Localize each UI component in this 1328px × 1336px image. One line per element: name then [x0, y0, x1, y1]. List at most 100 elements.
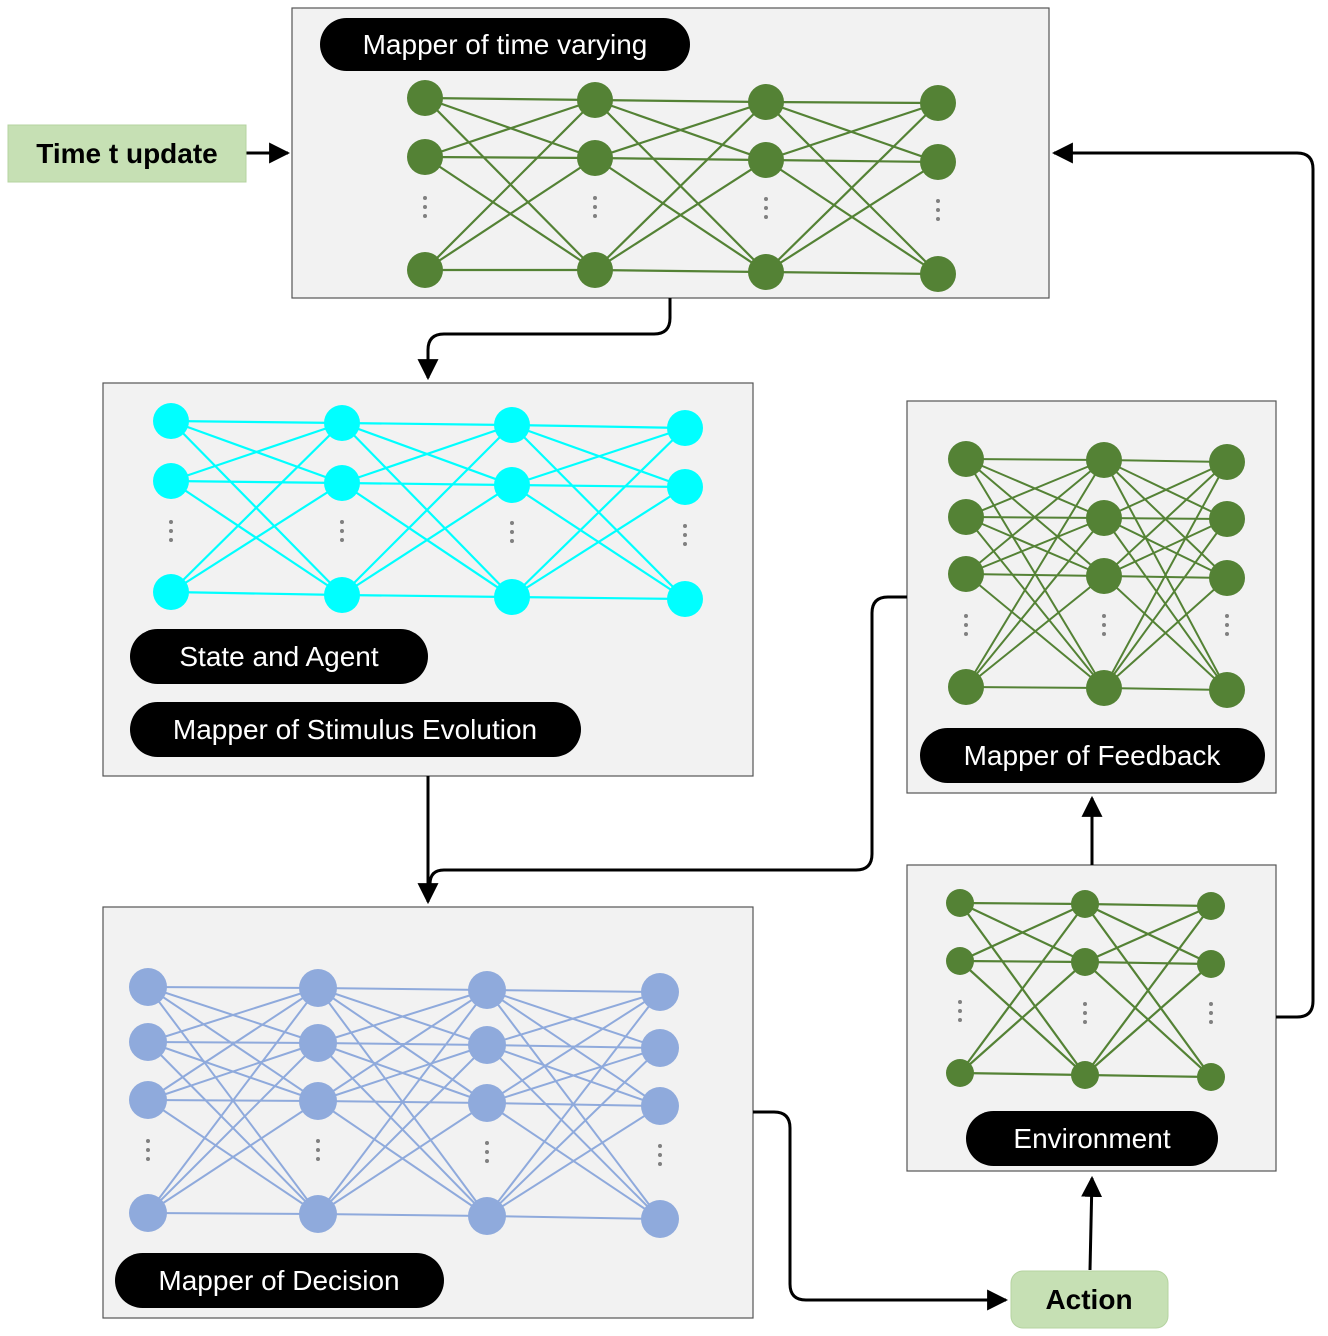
- time-varying-network: [407, 80, 956, 292]
- network-edge: [765, 158, 939, 164]
- svg-text:Mapper of time varying: Mapper of time varying: [363, 29, 648, 60]
- ellipsis-dot: [340, 538, 344, 542]
- network-edge: [486, 1047, 661, 1217]
- network-node: [920, 85, 956, 121]
- ellipsis-dot: [1102, 632, 1106, 636]
- network-edge: [965, 517, 1105, 575]
- time-to-stimulus-arrow: [417, 298, 672, 381]
- network-node: [1197, 950, 1225, 978]
- network-node: [577, 252, 613, 288]
- network-edge: [486, 991, 661, 1046]
- network-node: [407, 252, 443, 288]
- network-edge: [147, 987, 319, 1043]
- network-node: [948, 556, 984, 592]
- network-edge: [170, 421, 343, 483]
- ellipsis-dot: [936, 199, 940, 203]
- ellipsis-dot: [340, 520, 344, 524]
- ellipsis-dot: [958, 1009, 962, 1013]
- ellipsis-dot: [485, 1141, 489, 1145]
- ellipsis-dot: [510, 539, 514, 543]
- network-edge: [317, 1102, 488, 1215]
- network-node: [468, 971, 506, 1009]
- network-node: [641, 1087, 679, 1125]
- network-node: [1209, 444, 1245, 480]
- network-node: [324, 577, 360, 613]
- ellipsis-dot: [1083, 1002, 1087, 1006]
- ellipsis-dot: [1083, 1011, 1087, 1015]
- network-edge: [594, 101, 767, 271]
- network-edge: [317, 1042, 488, 1046]
- network-node: [920, 256, 956, 292]
- network-edge: [317, 1213, 488, 1217]
- network-edge: [147, 1100, 319, 1214]
- network-edge: [341, 481, 513, 487]
- network-edge: [486, 1215, 661, 1220]
- network-node: [129, 1194, 167, 1232]
- network-edge: [1084, 904, 1212, 964]
- network-edge: [959, 901, 1086, 906]
- network-edge: [317, 987, 488, 991]
- network-edge: [317, 989, 488, 1102]
- ellipsis-dot: [169, 538, 173, 542]
- network-node: [577, 140, 613, 176]
- network-edge: [424, 155, 596, 160]
- feedback-network: [948, 441, 1245, 708]
- ellipsis-dot: [423, 196, 427, 200]
- network-edge: [511, 426, 686, 487]
- network-edge: [147, 1042, 319, 1214]
- network-node: [641, 1200, 679, 1238]
- network-node: [1086, 558, 1122, 594]
- network-edge: [594, 268, 767, 274]
- ellipsis-dot: [1083, 1020, 1087, 1024]
- ellipsis-dot: [683, 542, 687, 546]
- network-edge: [341, 593, 513, 599]
- svg-text:Environment: Environment: [1013, 1123, 1170, 1154]
- network-node: [494, 407, 530, 443]
- network-node: [1086, 500, 1122, 536]
- ellipsis-dot: [964, 632, 968, 636]
- ellipsis-dot: [340, 529, 344, 533]
- network-edge: [341, 421, 513, 427]
- network-edge: [147, 986, 319, 989]
- network-edge: [424, 99, 596, 271]
- svg-text:Mapper of Decision: Mapper of Decision: [158, 1265, 399, 1296]
- network-edge: [511, 423, 686, 430]
- network-edge: [511, 595, 686, 601]
- svg-text:Time t update: Time t update: [36, 138, 218, 169]
- network-edge: [594, 159, 767, 271]
- network-node: [468, 1197, 506, 1235]
- network-node: [641, 1029, 679, 1067]
- network-node: [948, 669, 984, 705]
- environment-label: Environment: [966, 1111, 1218, 1166]
- network-edge: [511, 483, 686, 489]
- ellipsis-dot: [593, 196, 597, 200]
- ellipsis-dot: [1209, 1002, 1213, 1006]
- network-node: [577, 82, 613, 118]
- ellipsis-dot: [964, 614, 968, 618]
- svg-text:Action: Action: [1045, 1284, 1132, 1315]
- network-edge: [1103, 461, 1228, 519]
- network-edge: [170, 422, 343, 593]
- network-node: [407, 139, 443, 175]
- network-edge: [147, 1212, 319, 1215]
- ellipsis-dot: [146, 1139, 150, 1143]
- ellipsis-dot: [316, 1157, 320, 1161]
- network-node: [1197, 1063, 1225, 1091]
- network-edge: [765, 270, 939, 276]
- network-edge: [341, 423, 513, 485]
- ellipsis-dot: [169, 529, 173, 533]
- network-edge: [341, 484, 513, 596]
- network-edge: [1084, 1073, 1212, 1079]
- network-edge: [486, 1105, 661, 1217]
- network-edge: [147, 1041, 319, 1044]
- network-edge: [424, 98, 596, 159]
- network-edge: [317, 989, 488, 1044]
- svg-text:State and Agent: State and Agent: [179, 641, 379, 672]
- environment-to-time-arrow: [1051, 142, 1315, 1019]
- network-node: [946, 1059, 974, 1087]
- decision-network: [129, 968, 679, 1238]
- ellipsis-dot: [936, 217, 940, 221]
- network-edge: [1103, 461, 1228, 577]
- ellipsis-dot: [658, 1162, 662, 1166]
